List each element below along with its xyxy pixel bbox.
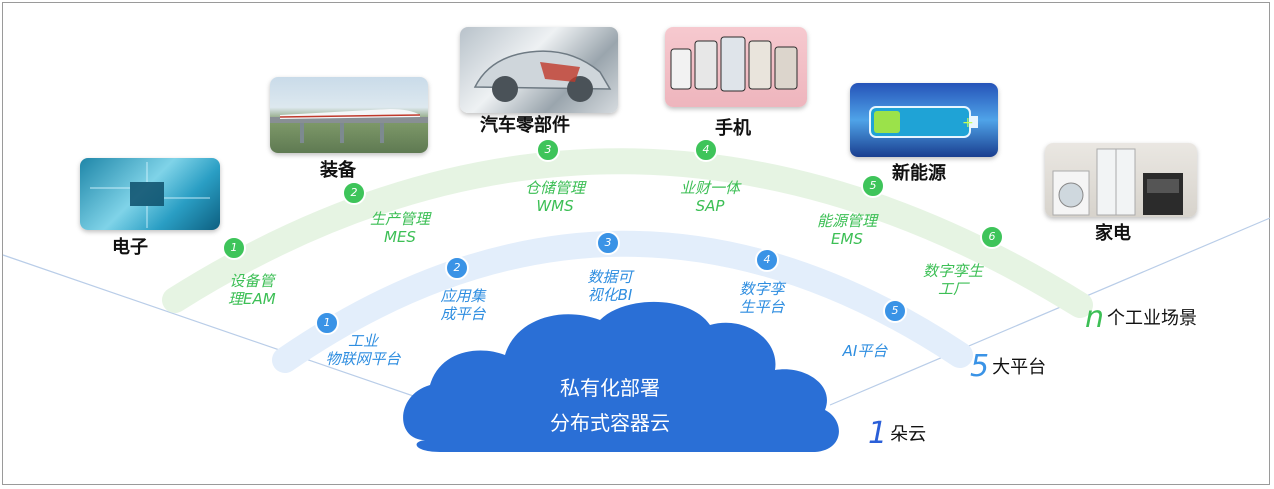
car-icon <box>473 50 612 102</box>
scenario-badge-6: 6 <box>980 225 1004 249</box>
legend-platforms-text: 大平台 <box>992 357 1047 378</box>
phones-icon <box>670 36 798 92</box>
train-icon <box>270 109 428 143</box>
legend-cloud-number: 1 <box>868 416 888 451</box>
platform-label-ai: AI平台 <box>842 342 888 360</box>
legend-cloud-text: 朵云 <box>890 424 927 445</box>
platform-arc <box>272 230 973 373</box>
battery-image: + <box>850 83 998 157</box>
car-parts-image <box>460 27 618 113</box>
scenario-arc <box>162 148 1093 318</box>
cloud-subtitle: 分布式容器云 <box>550 411 670 435</box>
battery-icon: + <box>869 106 978 138</box>
platform-badge-4: 4 <box>755 248 779 272</box>
industry-label-appliances: 家电 <box>1095 223 1131 244</box>
scenario-label-eam: 设备管理EAM <box>228 272 276 308</box>
platform-badge-1: 1 <box>315 311 339 335</box>
platform-badge-2: 2 <box>445 256 469 280</box>
svg-text:+: + <box>962 115 974 131</box>
industry-label-auto-parts: 汽车零部件 <box>480 115 570 136</box>
industry-label-new-energy: 新能源 <box>892 163 946 184</box>
legend-scenarios-text: 个工业场景 <box>1107 308 1198 329</box>
smartphones-image <box>665 27 807 107</box>
legend-platforms-number: 5 <box>970 349 990 384</box>
industry-label-equipment: 装备 <box>320 160 356 181</box>
scenario-badge-2: 2 <box>342 181 366 205</box>
circuit-board-image <box>80 158 220 230</box>
scenario-badge-3: 3 <box>536 138 560 162</box>
industry-label-electronics: 电子 <box>112 237 148 258</box>
platform-label-digital-twin: 数字孪生平台 <box>739 280 785 316</box>
platform-label-iot: 工业物联网平台 <box>325 332 401 368</box>
platform-badge-3: 3 <box>596 231 620 255</box>
appliances-icon <box>1052 148 1183 216</box>
industry-label-mobile: 手机 <box>715 118 751 139</box>
scenario-badge-5: 5 <box>861 174 885 198</box>
platform-badge-5: 5 <box>883 299 907 323</box>
platform-label-bi: 数据可视化BI <box>587 268 633 304</box>
scenario-badge-1: 1 <box>222 236 246 260</box>
scenario-label-digital-twin-factory: 数字孪生工厂 <box>922 262 983 298</box>
scenario-badge-4: 4 <box>694 138 718 162</box>
home-appliances-image <box>1045 143 1197 217</box>
cloud-shape <box>403 301 839 452</box>
legend-scenarios-number: n <box>1085 300 1105 335</box>
cloud-title: 私有化部署 <box>560 376 660 400</box>
left-ray <box>2 254 426 401</box>
right-ray <box>829 217 1271 406</box>
circuit-lines-icon <box>90 162 210 228</box>
platform-label-integration: 应用集成平台 <box>440 287 486 323</box>
high-speed-train-image <box>270 77 428 153</box>
